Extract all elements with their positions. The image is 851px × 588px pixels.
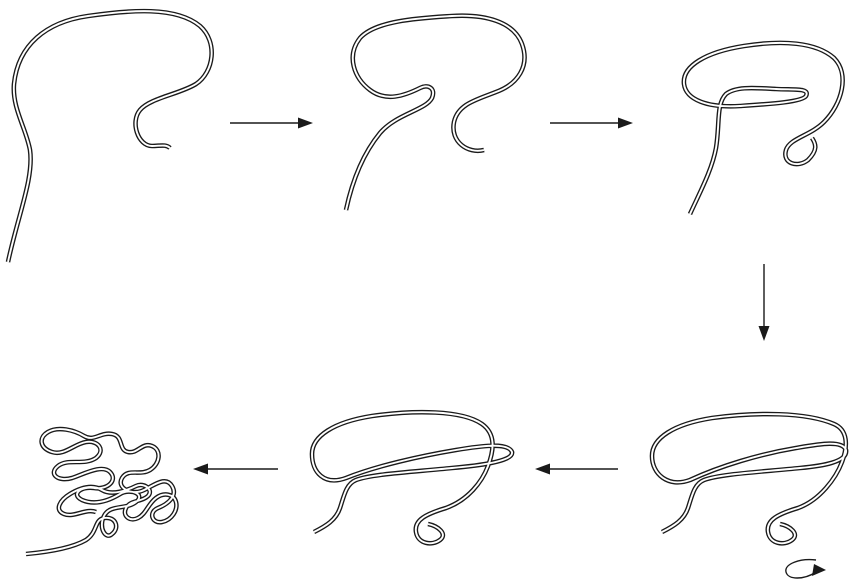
stage-1-strand — [8, 11, 212, 262]
arrow-right-1 — [230, 118, 313, 129]
stage-6-strand — [26, 429, 176, 554]
stage-5-strand — [312, 412, 512, 543]
arrow-down — [759, 264, 770, 341]
stage-4-strand — [652, 414, 846, 543]
arrow-left-1 — [535, 464, 618, 475]
arrow-left-2 — [193, 464, 278, 475]
arrow-right-2 — [550, 118, 633, 129]
stage-2-strand — [346, 16, 524, 210]
rotation-arrow-icon — [786, 560, 826, 578]
stage-3-strand — [684, 43, 843, 214]
